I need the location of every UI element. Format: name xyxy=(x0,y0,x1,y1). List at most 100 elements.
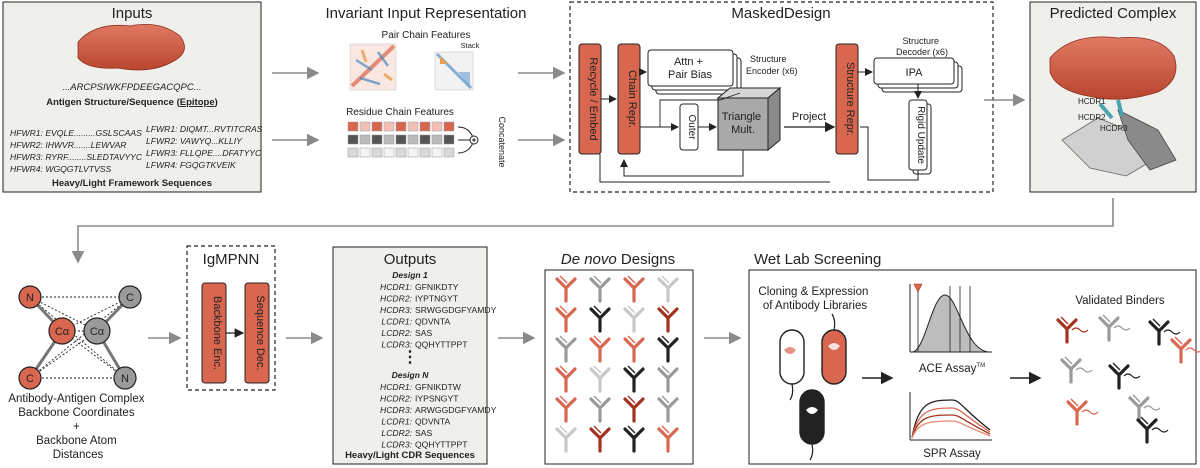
heavy-fr-line: HFWR3: RYRF........SLEDTAVYYC xyxy=(10,152,143,162)
cell-icons xyxy=(779,313,847,461)
chain-repr-label: Chain Repr. xyxy=(626,70,638,128)
triangle-mult-label: Triangle xyxy=(722,111,761,123)
cdr-sequence: GFNIKDTW xyxy=(415,382,462,392)
residue-cell xyxy=(431,134,443,145)
residue-cell xyxy=(431,147,443,158)
chain-repr-block xyxy=(617,43,641,155)
outer-label: Outer xyxy=(686,114,697,140)
light-fr-line: LFWR4: FGQGTKVEIK xyxy=(146,160,237,170)
recycle-embed-label: Recycle / Embed xyxy=(587,57,599,140)
validated-binders-icons xyxy=(1056,313,1200,444)
design-n-sequences: HCDR1:GFNIKDTWHCDR2:IYPSNGYTHCDR3:ARWGGD… xyxy=(380,382,497,450)
project-label: Project xyxy=(792,111,826,123)
cdr-label: LCDR1: xyxy=(381,417,412,427)
cdr-sequence: SRWGGDGFYAMDY xyxy=(415,305,497,315)
residue-cell xyxy=(395,121,407,132)
cdr-label: HCDR2: xyxy=(380,394,413,404)
svg-text:Attn + Pair Bias: Attn + Pair Bias xyxy=(668,56,713,81)
residue-cell xyxy=(347,147,359,158)
stack-label: Stack xyxy=(461,41,480,50)
svg-text:Triangle Mult.: Triangle Mult. xyxy=(722,111,764,136)
backbone-atom-node xyxy=(48,317,76,345)
igmpnn-panel: IgMPNN Backbone Enc. Sequence Dec. xyxy=(186,245,276,391)
cloning-label: Cloning & Expression xyxy=(758,286,868,298)
residue-cell xyxy=(359,147,371,158)
antigen-caption: Antigen Structure/Sequence (Epitope) xyxy=(46,97,218,108)
bound-antigen-icon xyxy=(1163,329,1181,335)
cdr-sequence: QDVNTA xyxy=(415,417,450,427)
igmpnn-border xyxy=(186,245,276,391)
maskeddesign-panel: MaskedDesign Recycle / Embed Chain Repr.… xyxy=(569,1,994,193)
design-1-sequences: HCDR1:GFNIKDTYHCDR2:IYPTNGYTHCDR3:SRWGGD… xyxy=(380,282,497,350)
backbone-atom-node xyxy=(18,285,42,309)
backbone-atom-node xyxy=(113,366,137,390)
cdr-sequence: IYPSNGYT xyxy=(415,394,459,404)
invariant-representation: Invariant Input Representation Pair Chai… xyxy=(326,5,527,168)
residue-cell xyxy=(407,121,419,132)
spr-assay-plot xyxy=(909,392,992,441)
structure-repr-block xyxy=(835,43,859,155)
bound-antigen-icon xyxy=(1081,409,1099,415)
wetlab-title: Wet Lab Screening xyxy=(754,251,881,268)
svg-text:Cloning & Expression of: Cloning & Expression of Antibody Librari… xyxy=(758,286,871,312)
invariant-title: Invariant Input Representation xyxy=(326,5,527,22)
bound-antigen-icon xyxy=(1071,327,1089,333)
cdr-label: LCDR3: xyxy=(381,340,412,350)
attn-pair-bias-label: Attn + xyxy=(674,56,703,68)
denovo-title: De novo Designs xyxy=(561,251,675,268)
cdr-label: LCDR3: xyxy=(381,440,412,450)
svg-text:Antibody-Antigen Complex: Antibody-Antigen Complex Backbone Coordi… xyxy=(8,393,147,461)
backbone-atom-label: N xyxy=(121,373,129,385)
backbone-atom-label: C xyxy=(126,292,134,304)
design-n-title: Design N xyxy=(392,370,430,380)
backbone-atom-label: N xyxy=(26,292,34,304)
structure-decoder-label: Structure xyxy=(902,36,939,46)
backbone-atom-label: C xyxy=(26,373,34,385)
cdr-label: HCDR1: xyxy=(380,282,413,292)
inputs-title: Inputs xyxy=(112,5,153,22)
rigid-update-label: Rigid Update xyxy=(915,106,926,164)
residue-cell xyxy=(407,134,419,145)
antigen-structure-icon xyxy=(77,23,185,71)
denovo-designs-panel: De novo Designs xyxy=(544,251,694,465)
cdr-sequence: SAS xyxy=(415,428,432,438)
pair-features-label: Pair Chain Features xyxy=(382,30,471,41)
residue-cell xyxy=(371,134,383,145)
hcdr1-label: HCDR1 xyxy=(1078,97,1106,106)
residue-features-label: Residue Chain Features xyxy=(346,107,454,118)
residue-cell xyxy=(359,121,371,132)
cdr-sequence: ARWGGDGFYAMDY xyxy=(415,405,497,415)
ipa-block xyxy=(873,57,955,85)
heavy-fr-line: HFWR2: IHWVR.......LEWVAR xyxy=(10,140,127,150)
sequence-decoder-label: Sequence Dec. xyxy=(254,295,266,370)
arrow-predicted-backbone xyxy=(71,198,1114,264)
residue-cell xyxy=(371,147,383,158)
cdr-sequence: QQHYTTPPT xyxy=(415,440,468,450)
structure-repr-label: Structure Repr. xyxy=(844,62,856,136)
outputs-title: Outputs xyxy=(384,251,437,268)
triangle-mult-block xyxy=(716,86,782,152)
bound-antigen-icon xyxy=(1143,405,1161,411)
backbone-encoder-label: Backbone Enc. xyxy=(211,296,223,370)
designs-ellipsis: ⋮ xyxy=(402,349,418,366)
residue-cell xyxy=(395,147,407,158)
residue-cell xyxy=(443,134,455,145)
residue-cell xyxy=(359,134,371,145)
cdr-label: LCDR1: xyxy=(381,317,412,327)
structure-encoder-label: Structure xyxy=(750,54,787,64)
residue-cell xyxy=(419,147,431,158)
svg-text:Structure Encoder (x6): Structure Encoder (x6) xyxy=(746,54,798,76)
residue-feature-rows xyxy=(347,121,455,158)
light-fr-line: LFWR2: VAWYQ...KLLIY xyxy=(146,136,243,146)
residue-cell xyxy=(347,134,359,145)
backbone-atom-node xyxy=(18,366,42,390)
residue-cell xyxy=(419,121,431,132)
backbone-caption: Antibody-Antigen Complex xyxy=(8,393,144,405)
backbone-atom-node xyxy=(83,317,111,345)
residue-cell xyxy=(431,121,443,132)
wetlab-panel: Wet Lab Screening Cloning & Expression o… xyxy=(748,251,1200,465)
cdr-sequence: QQHYTTPPT xyxy=(415,340,468,350)
cdr-sequence: GFNIKDTY xyxy=(415,282,459,292)
concatenate-label: Concatenate xyxy=(497,116,507,167)
